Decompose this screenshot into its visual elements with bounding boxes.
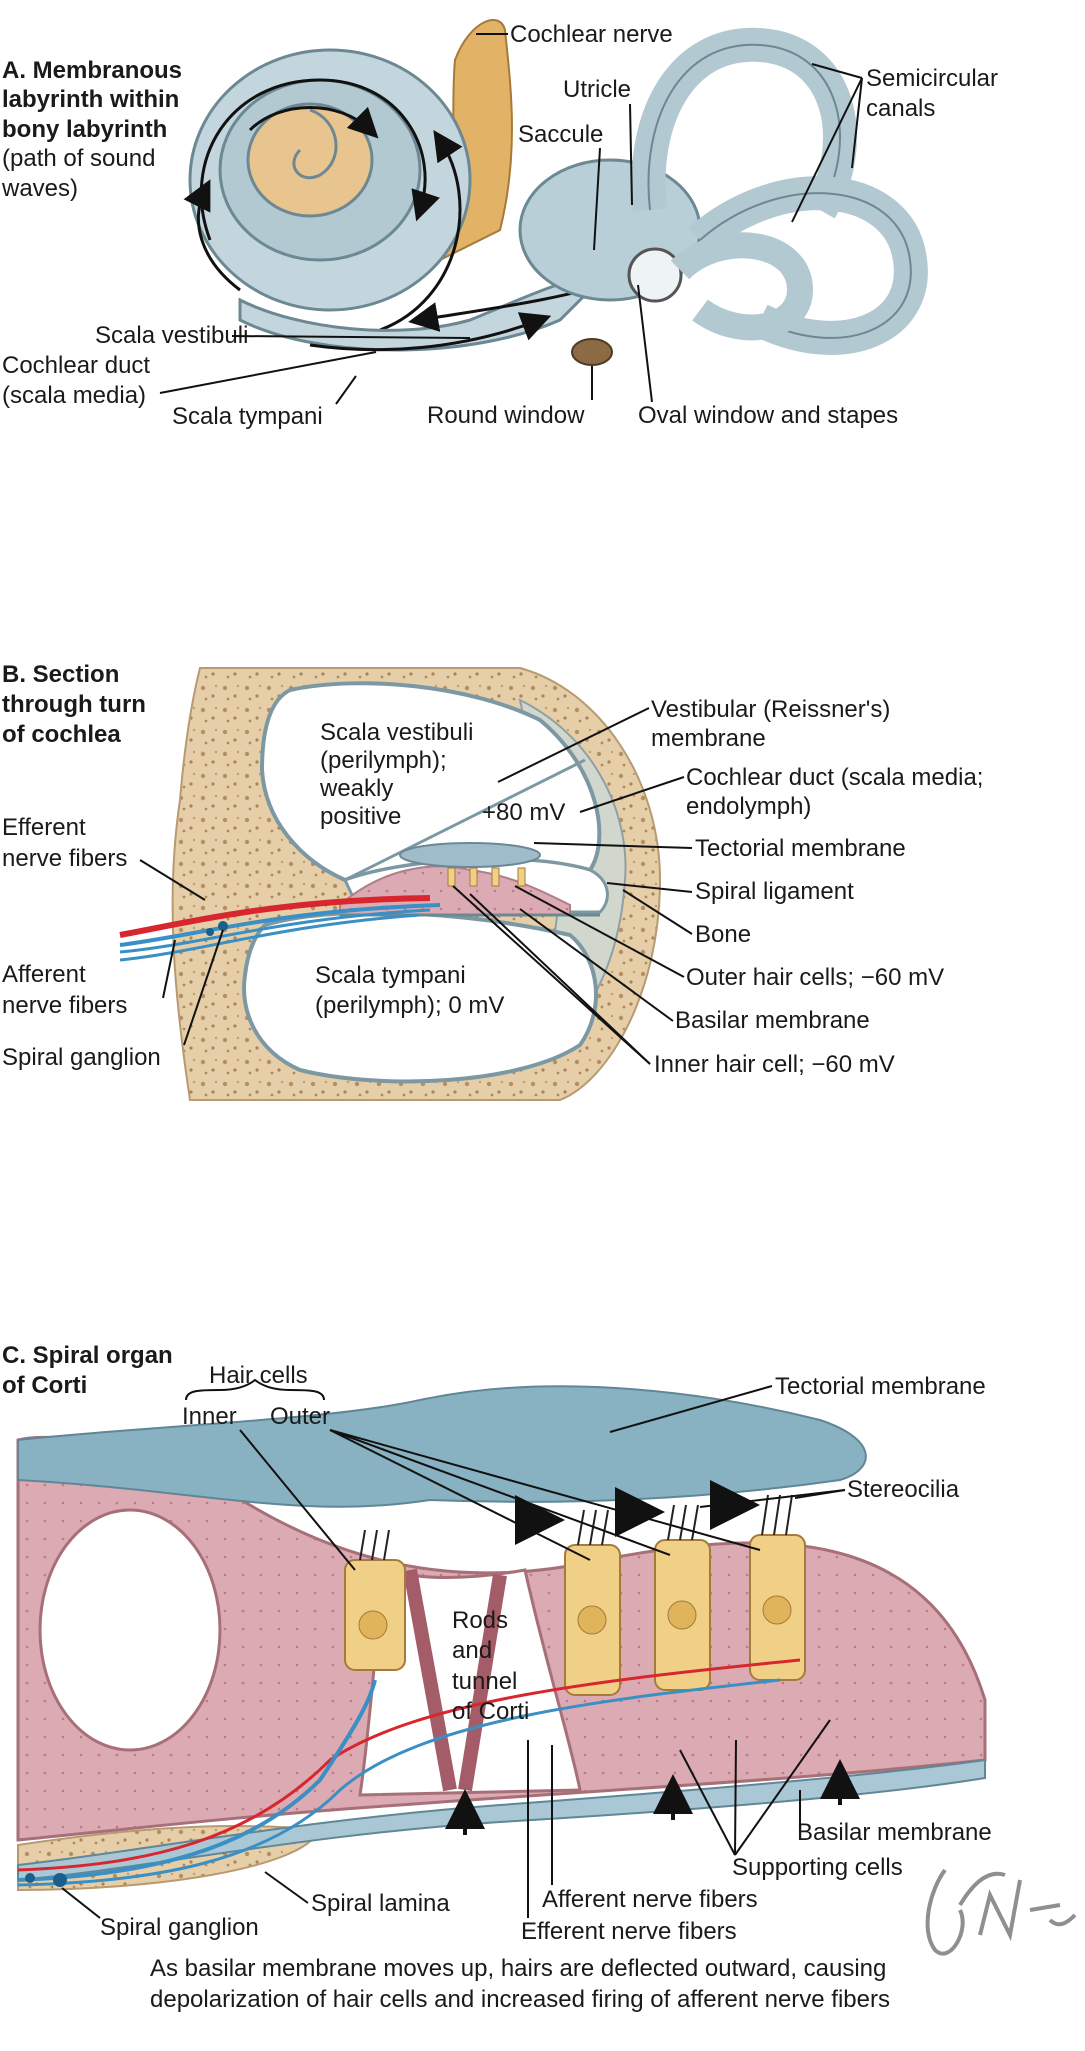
panel-b-title-3: of cochlea	[2, 721, 121, 748]
label-rods-3: tunnel	[452, 1668, 517, 1695]
label-inner-hair-b: Inner hair cell; −60 mV	[654, 1051, 895, 1078]
svg-text:A. Membranous: A. Membranous	[2, 57, 182, 84]
label-semicircular-1: Semicircular	[866, 65, 998, 92]
panel-b-title-2: through turn	[2, 691, 146, 718]
label-basilar-b: Basilar membrane	[675, 1007, 870, 1034]
svg-text:(path of sound: (path of sound	[2, 145, 155, 172]
label-spiral-ganglion-c: Spiral ganglion	[100, 1914, 259, 1941]
outer-hair-cell-2	[654, 1504, 711, 1691]
label-vestibular-1: Vestibular (Reissner's)	[651, 696, 890, 723]
label-rods-4: of Corti	[452, 1698, 529, 1725]
label-round-window: Round window	[427, 402, 585, 429]
svg-text:labyrinth within: labyrinth within	[2, 86, 179, 113]
label-stereocilia: Stereocilia	[847, 1476, 960, 1503]
label-efferent-1: Efferent	[2, 814, 86, 841]
panel-c: C. Spiral organ of Corti Hair cells Inne…	[2, 1342, 1077, 2013]
basilar-membrane-shape-c	[17, 1758, 986, 1882]
afferent-nerve-b	[119, 903, 441, 947]
label-efferent-2: nerve fibers	[2, 845, 127, 872]
label-plus80: +80 mV	[482, 799, 565, 826]
inner-sulcus	[38, 1508, 222, 1752]
oval-window-shape	[627, 247, 683, 303]
afferent-nerve-c	[17, 1679, 377, 1882]
label-basilar-c: Basilar membrane	[797, 1819, 992, 1846]
label-spiral-lamina: Spiral lamina	[311, 1890, 450, 1917]
svg-text:waves): waves)	[1, 175, 78, 202]
label-afferent-1: Afferent	[2, 961, 86, 988]
panel-a-title-3: bony labyrinth	[2, 116, 167, 143]
panel-a-title-2: labyrinth within	[2, 86, 179, 113]
label-st-1: Scala tympani	[315, 962, 466, 989]
label-supporting: Supporting cells	[732, 1854, 903, 1881]
caption-line-1: As basilar membrane moves up, hairs are …	[150, 1955, 886, 1982]
label-spiral-ganglion-b: Spiral ganglion	[2, 1044, 161, 1071]
outer-hair-cell-3	[749, 1494, 806, 1681]
panel-c-title-1: C. Spiral organ	[2, 1342, 173, 1369]
label-sv-1: Scala vestibuli	[320, 719, 473, 746]
label-sv-4: positive	[320, 803, 401, 830]
tectorial-membrane-shape-b	[399, 842, 541, 868]
efferent-nerve-b	[119, 895, 431, 938]
label-bone: Bone	[695, 921, 751, 948]
label-tectorial-b: Tectorial membrane	[695, 835, 906, 862]
label-semicircular-2: canals	[866, 95, 935, 122]
panel-a: A. Membranous labyrinth within bony laby…	[1, 19, 998, 430]
round-window-shape	[571, 338, 613, 366]
label-inner: Inner	[182, 1403, 237, 1430]
label-sv-3: weakly	[319, 775, 393, 802]
svg-text:bony labyrinth: bony labyrinth	[2, 116, 167, 143]
label-utricle: Utricle	[563, 76, 631, 103]
tectorial-membrane-shape-c	[17, 1385, 867, 1508]
label-rods-1: Rods	[452, 1607, 508, 1634]
label-st-2: (perilymph); 0 mV	[315, 992, 504, 1019]
label-sv-2: (perilymph);	[320, 747, 447, 774]
label-outer-hair-b: Outer hair cells; −60 mV	[686, 964, 944, 991]
label-spiral-ligament: Spiral ligament	[695, 878, 854, 905]
label-hair-cells: Hair cells	[209, 1362, 308, 1389]
label-cd-2: endolymph)	[686, 793, 811, 820]
panel-c-title-2: of Corti	[2, 1372, 87, 1399]
panel-a-subtitle-1: (path of sound	[2, 145, 155, 172]
label-afferent-c: Afferent nerve fibers	[542, 1886, 758, 1913]
label-rods-2: and	[452, 1637, 492, 1664]
label-tectorial-c: Tectorial membrane	[775, 1373, 986, 1400]
label-cochlear-nerve: Cochlear nerve	[510, 21, 673, 48]
semicircular-canal-lateral	[670, 232, 814, 341]
label-scala-tympani: Scala tympani	[172, 403, 323, 430]
label-oval-window: Oval window and stapes	[638, 402, 898, 429]
label-cochlear-duct-2: (scala media)	[2, 382, 146, 409]
label-cochlear-duct-1: Cochlear duct	[2, 352, 150, 379]
label-vestibular-2: membrane	[651, 725, 766, 752]
inner-hair-cell	[344, 1529, 406, 1671]
scala-tympani-shape	[242, 910, 598, 1084]
outer-hair-cell-1	[564, 1509, 621, 1696]
label-outer: Outer	[270, 1403, 330, 1430]
panel-b: B. Section through turn of cochlea Scala…	[2, 661, 983, 1101]
label-scala-vestibuli: Scala vestibuli	[95, 322, 248, 349]
panel-a-subtitle-2: waves)	[1, 175, 78, 202]
label-efferent-c: Efferent nerve fibers	[521, 1918, 737, 1945]
label-saccule: Saccule	[518, 121, 603, 148]
panel-a-title-1: A. Membranous	[2, 57, 182, 84]
label-afferent-2: nerve fibers	[2, 992, 127, 1019]
netter-signature	[925, 1868, 1077, 1956]
label-cd-1: Cochlear duct (scala media;	[686, 764, 983, 791]
efferent-nerve-c	[17, 1658, 801, 1872]
caption-line-2: depolarization of hair cells and increas…	[150, 1986, 890, 2013]
panel-b-title-1: B. Section	[2, 661, 119, 688]
